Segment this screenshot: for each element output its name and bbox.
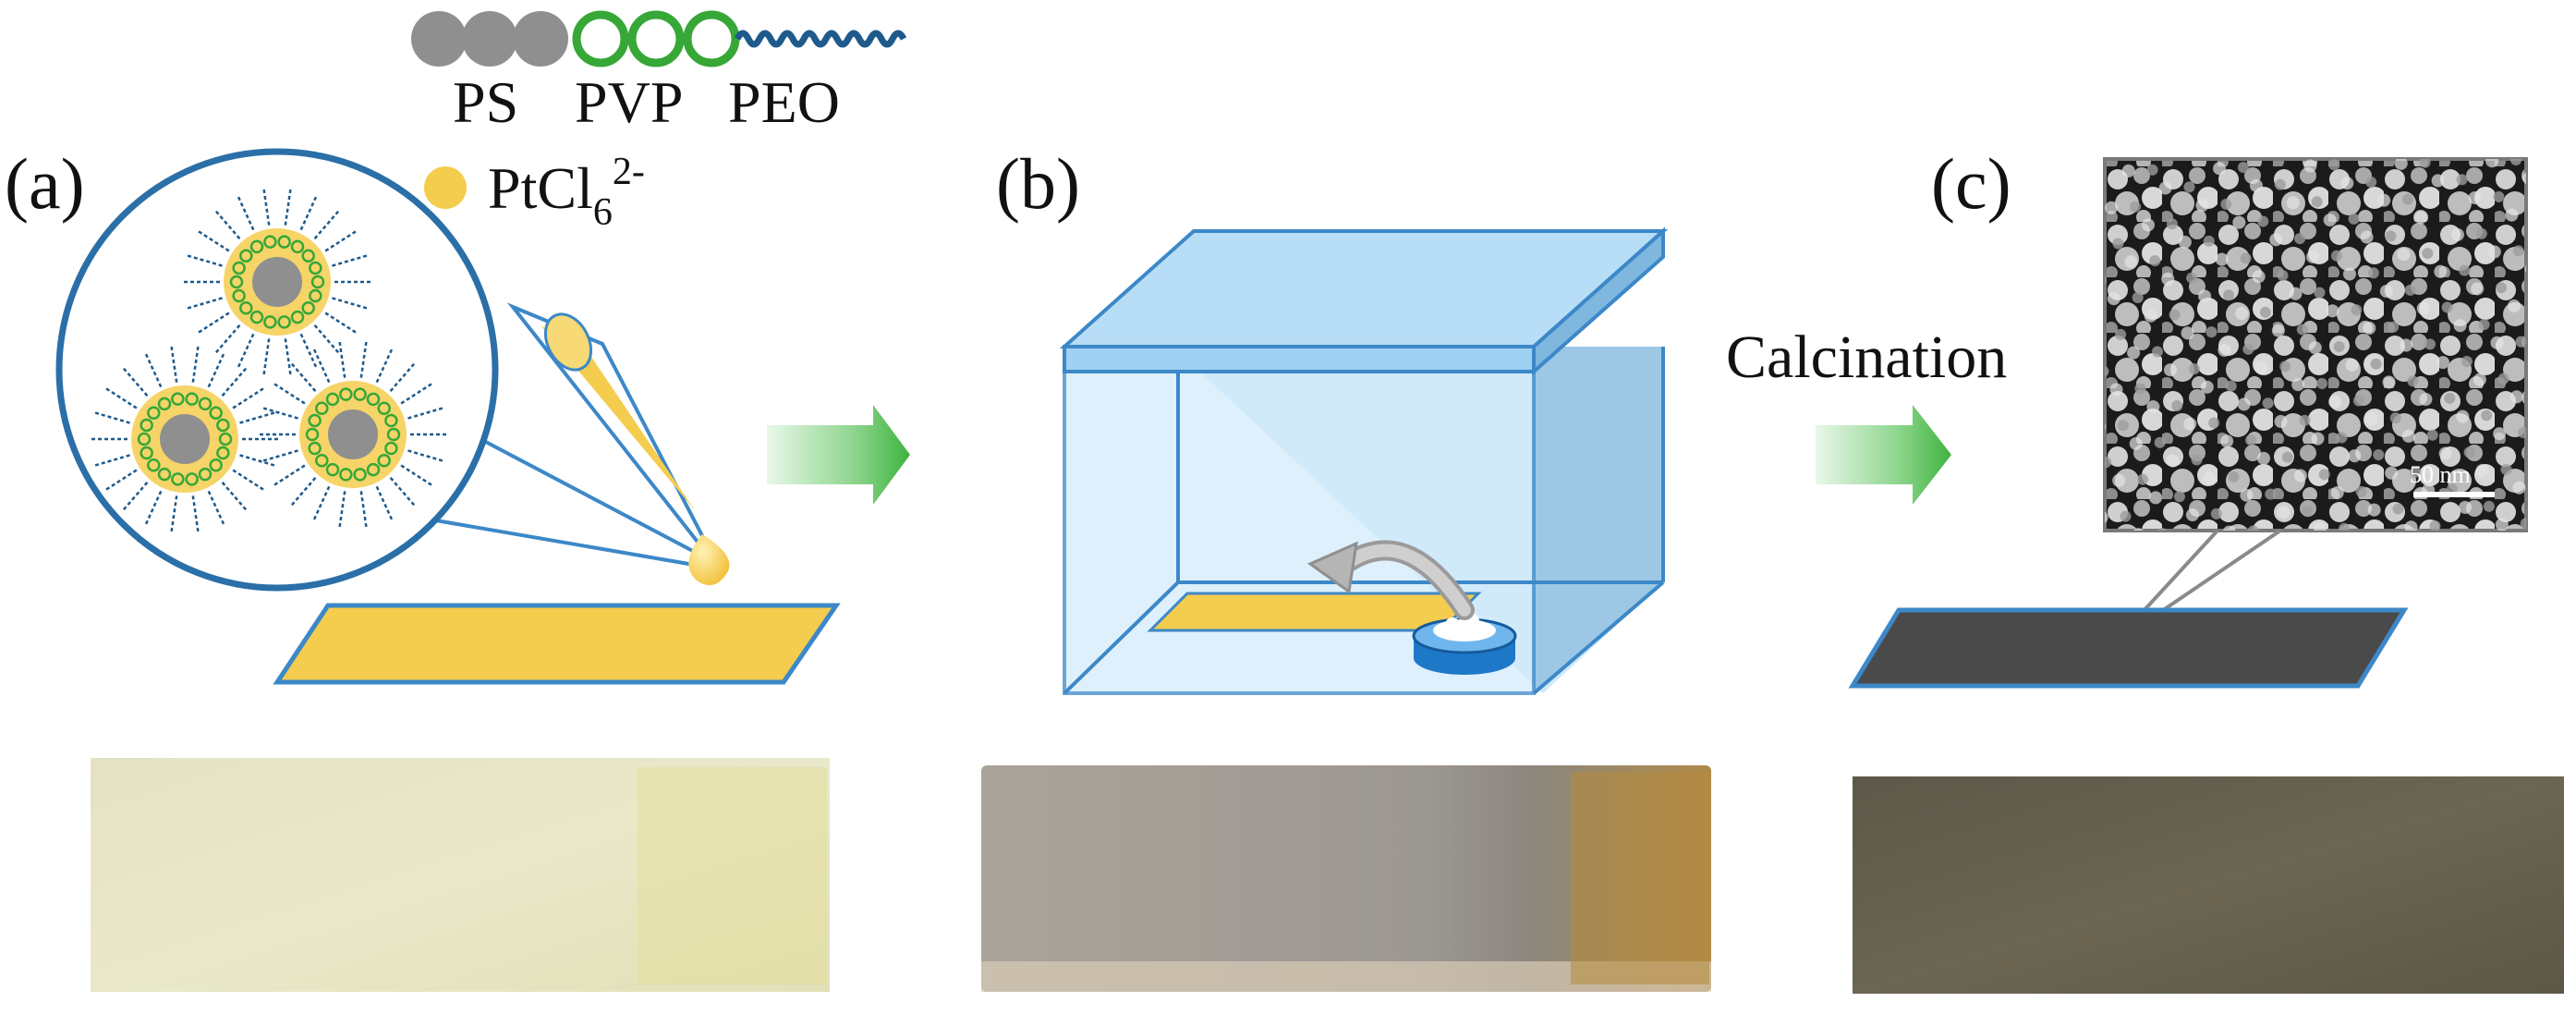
panel-c-label: (c) (1931, 143, 2011, 224)
arrow-a-to-b (767, 405, 910, 505)
micelle-group (91, 188, 447, 533)
sem-image: 50 nm (2103, 157, 2528, 532)
pvp-label: PVP (575, 69, 683, 135)
calcined-substrate (1848, 607, 2409, 689)
micelle (259, 340, 447, 529)
peo-chain (734, 30, 907, 48)
pvp-bead (627, 10, 685, 67)
sample-photo-c (1853, 776, 2564, 994)
peo-label: PEO (728, 69, 840, 135)
micelle (91, 345, 279, 533)
sample-photo-b (981, 765, 1711, 992)
pipette-icon (506, 302, 730, 586)
pvp-bead (683, 10, 740, 67)
ps-bead (513, 11, 568, 67)
ps-bead (462, 11, 517, 67)
panel-b: (b) (981, 143, 1711, 992)
ps-bead (411, 11, 467, 67)
precursor-dot (424, 166, 467, 209)
sample-photo-a-edge (638, 767, 827, 984)
panel-c: (c) Calcination 50 nm (1726, 143, 2564, 994)
droplet (688, 534, 730, 586)
humidity-chamber (1059, 226, 1669, 695)
water-dish-icon (1412, 613, 1517, 675)
pvp-bead (572, 10, 629, 67)
micelle-magnifier (55, 148, 722, 592)
panel-b-label: (b) (996, 143, 1080, 224)
coated-substrate (273, 603, 841, 685)
panel-a: (a) (5, 143, 841, 992)
arrow-b-to-c (1816, 405, 1951, 505)
block-copolymer-legend: PS PVP PEO PtCl62- (411, 10, 907, 234)
scale-bar-label: 50 nm (2410, 461, 2471, 488)
micelle (183, 188, 371, 376)
panel-a-label: (a) (5, 143, 85, 224)
ps-label: PS (453, 69, 518, 135)
precursor-label: PtCl62- (488, 151, 645, 234)
calcination-label: Calcination (1726, 324, 2007, 391)
